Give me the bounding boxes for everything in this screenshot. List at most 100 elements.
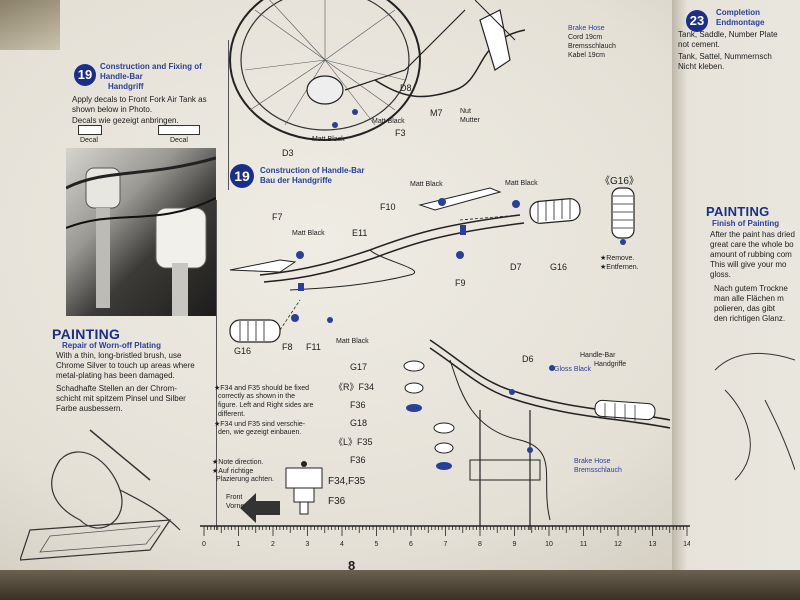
ruler-tick-label: 8 bbox=[478, 541, 482, 548]
top-brake-hose-1: Brake Hose bbox=[568, 25, 605, 32]
ruler-tick-label: 2 bbox=[271, 541, 275, 548]
brake-hose-label-2: Bremsschlauch bbox=[574, 467, 622, 474]
left-painting-text-3: metal-plating has been damaged. bbox=[56, 371, 175, 380]
direction-note-2: ★Auf richtige bbox=[212, 468, 254, 475]
hand-brush-illustration bbox=[20, 429, 181, 561]
part-f9: F9 bbox=[455, 278, 466, 288]
note-en-1: ★F34 and F35 should be fixed bbox=[214, 385, 310, 392]
right-text-4: Nicht kleben. bbox=[678, 62, 725, 71]
right-finish-3: amount of rubbing com bbox=[710, 250, 792, 259]
note-de-1: ★F34 und F35 sind verschie- bbox=[214, 421, 306, 428]
label-f34-f35: F34,F35 bbox=[328, 476, 366, 487]
decal-label-2: Decal bbox=[170, 137, 188, 144]
fork-photo-shapes bbox=[66, 156, 216, 316]
ruler-tick-label: 1 bbox=[237, 541, 241, 548]
left-painting-text-2: Chrome Silver to touch up areas where bbox=[56, 361, 195, 370]
brake-hose-label-1: Brake Hose bbox=[574, 458, 611, 465]
nut-label-1: Nut bbox=[460, 108, 471, 115]
matt-black-label-c: Matt Black bbox=[292, 230, 325, 237]
matt-black-label-a: Matt Black bbox=[410, 181, 443, 188]
front-label-2: Vorne bbox=[226, 503, 245, 510]
part-d6: D6 bbox=[522, 354, 534, 364]
main-step-number: 19 bbox=[230, 164, 254, 188]
left-painting-text-1: With a thin, long-bristled brush, use bbox=[56, 351, 182, 360]
page-number: 8 bbox=[348, 558, 356, 573]
remove-note-2: ★Entfernen. bbox=[600, 264, 639, 271]
right-finish-1: After the paint has dried bbox=[710, 230, 795, 239]
note-de-2: den, wie gezeigt einbauen. bbox=[218, 429, 302, 436]
right-finish-de-3: polieren, das gibt bbox=[714, 304, 775, 313]
handlebar-label-1: Handle-Bar bbox=[580, 352, 616, 359]
ruler-tick-label: 3 bbox=[306, 541, 310, 548]
left-step-title: Construction and Fixing of Handle-Bar bbox=[100, 62, 202, 81]
ruler-tick-label: 4 bbox=[340, 541, 344, 548]
front-label-1: Front bbox=[226, 494, 243, 501]
matt-black-label-b: Matt Black bbox=[505, 180, 538, 187]
table-background-bottom bbox=[0, 570, 800, 600]
left-step-instruction: Apply decals to Front Fork Air Tank as s… bbox=[72, 95, 207, 114]
right-text-1: Tank, Saddle, Number Plate bbox=[678, 30, 778, 39]
nut-label-2: Mutter bbox=[460, 117, 480, 124]
top-brake-hose-4: Kabel 19cm bbox=[568, 52, 605, 59]
direction-part-drawing bbox=[285, 461, 323, 515]
g16-inset-label: 《G16》 bbox=[600, 176, 639, 187]
part-g16-b: G16 bbox=[234, 346, 252, 356]
front-wheel-diagram bbox=[229, 0, 526, 141]
part-f8: F8 bbox=[282, 342, 293, 352]
ruler-tick-label: 9 bbox=[513, 541, 517, 548]
note-en-3: figure. Left and Right sides are bbox=[218, 402, 314, 409]
part-m7: M7 bbox=[430, 108, 443, 118]
top-brake-hose-3: Bremsschlauch bbox=[568, 43, 616, 50]
part-d3: D3 bbox=[282, 148, 294, 158]
part-f36-b: F36 bbox=[350, 455, 366, 465]
ruler-tick-label: 6 bbox=[409, 541, 413, 548]
part-f3: F3 bbox=[395, 128, 406, 138]
part-f7: F7 bbox=[272, 212, 283, 222]
part-d7: D7 bbox=[510, 262, 522, 272]
left-step-number: 19 bbox=[74, 64, 96, 86]
g16-grip-inset bbox=[611, 187, 635, 245]
table-background-top bbox=[0, 0, 60, 50]
right-page bbox=[672, 0, 800, 570]
part-e11: E11 bbox=[352, 228, 368, 238]
right-finish-de-1: Nach gutem Trockne bbox=[714, 284, 788, 293]
part-f11: F11 bbox=[306, 342, 321, 352]
left-painting-text-de-3: Farbe ausbessern. bbox=[56, 404, 123, 413]
right-finish-2: great care the whole bo bbox=[710, 240, 794, 249]
top-brake-hose-2: Cord 19cm bbox=[568, 34, 603, 41]
right-step-title: Completion bbox=[716, 8, 760, 17]
part-g18: G18 bbox=[350, 418, 368, 428]
handlebar-assembly-diagram bbox=[429, 339, 671, 530]
main-step-title: Construction of Handle-Bar bbox=[260, 166, 365, 175]
small-parts-stack bbox=[403, 360, 455, 470]
right-finish-4: This will give your mo bbox=[710, 260, 787, 269]
matt-black-label-d: Matt Black bbox=[336, 338, 369, 345]
left-painting-text-de-2: schicht mit spitzem Pinsel und Silber bbox=[56, 394, 186, 403]
part-l-f35: 《L》F35 bbox=[334, 437, 373, 447]
remove-note-1: ★Remove. bbox=[600, 255, 635, 262]
part-f36-a: F36 bbox=[350, 400, 366, 410]
ruler-tick-label: 7 bbox=[444, 541, 448, 548]
ruler-tick-label: 12 bbox=[614, 541, 622, 548]
right-step-number: 23 bbox=[686, 10, 708, 32]
left-painting-title: PAINTING bbox=[52, 326, 121, 342]
ruler-tick-label: 11 bbox=[580, 541, 587, 548]
direction-note-1: ★Note direction. bbox=[212, 459, 264, 466]
direction-note-3: Plazierung achten. bbox=[216, 476, 274, 483]
right-text-2: not cement. bbox=[678, 40, 720, 49]
ruler-tick-label: 13 bbox=[649, 541, 657, 548]
note-en-2: correctly as shown in the bbox=[218, 393, 296, 400]
top-matt-black-1: Matt Black bbox=[372, 118, 405, 125]
part-g17: G17 bbox=[350, 362, 368, 372]
fork-photo bbox=[66, 148, 216, 316]
part-f10: F10 bbox=[380, 202, 396, 212]
right-painting-title: PAINTING bbox=[706, 204, 770, 219]
main-step-title-de: Bau der Handgriffe bbox=[260, 176, 333, 185]
part-d8: D8 bbox=[400, 83, 412, 93]
left-painting-text-de-1: Schadhafte Stellen an der Chrom- bbox=[56, 384, 177, 393]
right-illustration bbox=[714, 352, 795, 481]
front-arrow-icon bbox=[240, 493, 280, 523]
